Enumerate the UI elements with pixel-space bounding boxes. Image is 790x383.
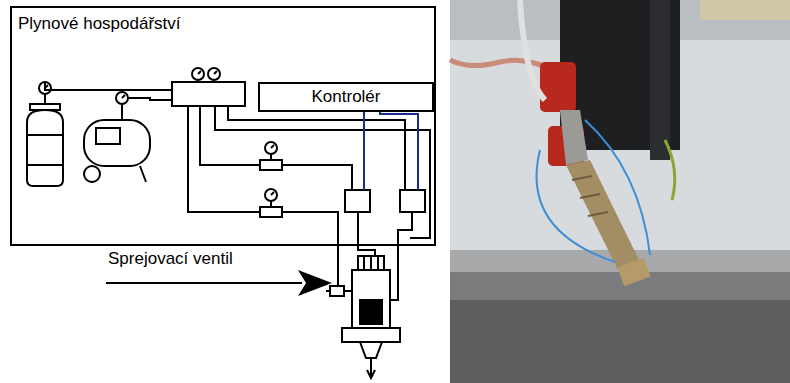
pipe — [200, 106, 260, 165]
regulator-body — [260, 160, 282, 170]
valve-body — [352, 270, 390, 328]
compressor-tank — [84, 120, 150, 166]
blue-hose — [585, 120, 650, 255]
gauge-pipe — [121, 104, 123, 120]
pressure-gauge — [116, 92, 128, 104]
valve-base — [342, 328, 400, 342]
node-label: Kontrolér — [312, 87, 381, 107]
pressure-gauge — [265, 189, 277, 201]
valve-knob — [358, 256, 384, 270]
control-wire — [363, 106, 365, 190]
pressure-regulator — [260, 142, 282, 217]
pipe — [128, 98, 172, 100]
gas-pipes — [45, 82, 430, 300]
white-hose — [520, 0, 545, 100]
cylinder-band — [27, 164, 63, 166]
compressor-motor — [96, 128, 120, 144]
nozzle-tip — [370, 358, 372, 376]
part-label: Sprejovací ventil — [108, 249, 233, 269]
blue-hose — [537, 150, 615, 262]
control-wires — [364, 106, 418, 190]
knob-groove — [363, 256, 365, 270]
cylinder-band — [27, 134, 63, 136]
valve-box — [400, 190, 425, 212]
pressure-gauge — [265, 142, 277, 154]
gauge-needle — [271, 145, 274, 148]
valve-box — [345, 190, 370, 212]
red-collar — [540, 62, 576, 112]
mount-rail — [650, 0, 670, 160]
nozzle-thread — [572, 176, 608, 216]
syringe-tip — [344, 290, 352, 292]
syringe — [330, 286, 344, 296]
gas-manifold — [172, 68, 245, 106]
valve-body-photo — [560, 110, 588, 165]
photo-frame — [700, 0, 790, 20]
green-cable — [665, 140, 675, 200]
compressor — [84, 92, 150, 182]
pipe — [228, 106, 405, 190]
pressure-gauge — [192, 68, 204, 80]
pipe — [390, 212, 412, 300]
controller-box: Kontrolér — [258, 82, 434, 112]
photo-background — [450, 0, 790, 383]
gas-cylinder — [27, 82, 63, 186]
regulator-body — [260, 207, 282, 217]
arrow-head — [298, 270, 332, 296]
valve-piston — [360, 300, 382, 324]
table-shadow — [450, 300, 790, 383]
compressor-wheel — [84, 166, 100, 182]
solenoid-valve — [345, 190, 425, 212]
group-box: Plynové hospodářstvíKontrolér — [10, 6, 436, 246]
control-wire — [380, 106, 418, 190]
pointer-arrow — [106, 270, 332, 296]
arrow-shaft — [106, 282, 302, 284]
gauge-needle — [214, 71, 217, 74]
cylinder-body — [27, 110, 63, 186]
nozzle-tip-photo — [617, 258, 650, 286]
brass-nozzle — [566, 160, 640, 270]
spray-valve — [326, 256, 400, 378]
work-table — [450, 250, 790, 383]
nozzle — [360, 342, 382, 358]
gauge-needle — [271, 192, 274, 195]
pipe — [215, 106, 430, 238]
photo — [450, 0, 790, 383]
knob-groove — [377, 256, 379, 270]
node-label: Plynové hospodářství — [18, 14, 428, 34]
syringe-plunger — [326, 290, 330, 292]
pressure-gauge — [208, 68, 220, 80]
gauge-needle — [122, 95, 125, 98]
pipe — [45, 82, 172, 90]
pipe — [358, 212, 375, 262]
cylinder-neck — [44, 94, 46, 104]
spray — [367, 370, 375, 378]
compressor-leg — [140, 166, 146, 182]
manifold-box — [172, 82, 245, 106]
pipe — [188, 106, 260, 212]
pipe — [282, 165, 352, 190]
gauge-needle — [198, 71, 201, 74]
knob-groove — [370, 256, 372, 270]
